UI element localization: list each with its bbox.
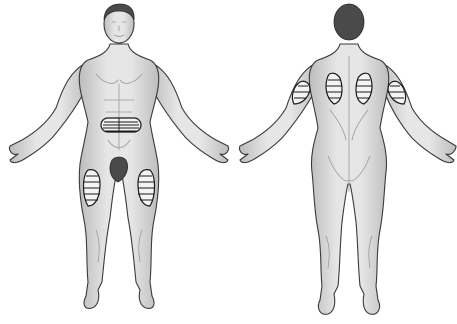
back-right-arm bbox=[380, 62, 456, 163]
abdomen-injection-zone bbox=[101, 118, 141, 132]
front-view-figure bbox=[9, 4, 228, 308]
back-left-arm bbox=[239, 62, 318, 163]
back-view-figure bbox=[239, 4, 456, 314]
back-head bbox=[334, 4, 364, 40]
front-right-arm bbox=[150, 62, 229, 163]
front-left-arm bbox=[9, 62, 88, 163]
